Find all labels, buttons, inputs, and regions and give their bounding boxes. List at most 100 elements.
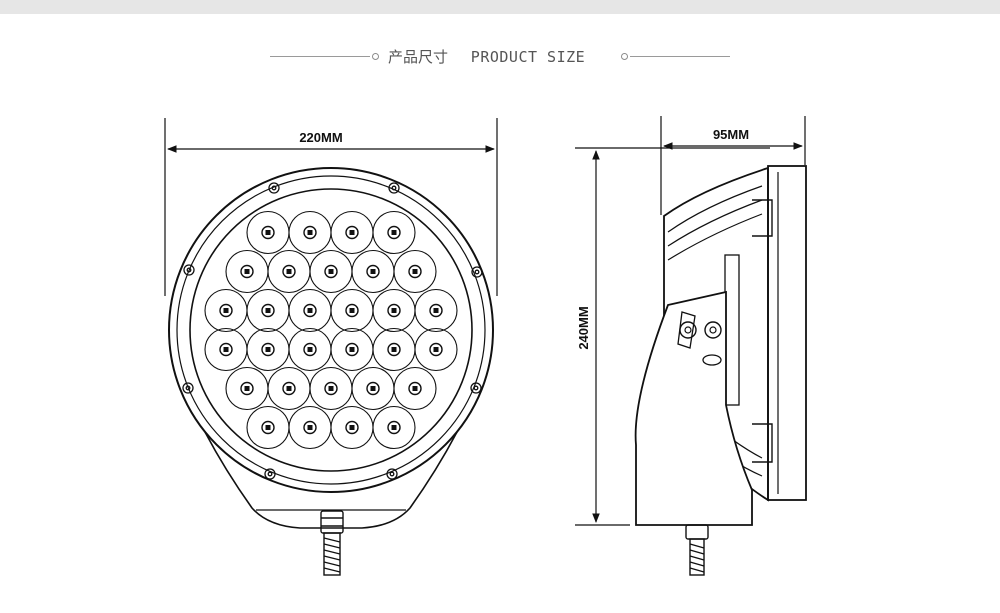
side-mount-bolt — [685, 524, 709, 576]
side-bracket-bolt-1-center — [684, 326, 692, 334]
side-clip-top — [752, 199, 773, 237]
led-reflector — [372, 405, 416, 450]
led-ring — [387, 420, 401, 435]
led-chip — [265, 347, 271, 352]
led-ring — [240, 381, 254, 396]
led-chip — [412, 269, 418, 274]
height-label: 240MM — [576, 306, 591, 349]
led-chip — [412, 386, 418, 391]
led-chip — [349, 425, 355, 430]
led-ring — [303, 420, 317, 435]
led-ring — [408, 264, 422, 279]
led-ring — [303, 342, 317, 357]
side-bezel — [767, 165, 807, 501]
side-bracket-slot — [702, 354, 722, 366]
led-ring — [387, 225, 401, 240]
led-chip — [307, 347, 313, 352]
housing-mid-ring — [176, 175, 486, 485]
led-chip — [286, 269, 292, 274]
side-view — [575, 116, 807, 576]
led-ring — [261, 303, 275, 318]
led-chip — [307, 425, 313, 430]
front-mount-bolt — [320, 510, 344, 576]
led-ring — [324, 381, 338, 396]
width-label: 220MM — [299, 130, 342, 145]
led-grid — [204, 210, 458, 450]
led-ring — [366, 381, 380, 396]
header-dot-right — [621, 53, 628, 60]
side-bracket — [634, 290, 753, 526]
side-clip-bottom — [752, 423, 773, 463]
led-ring — [240, 264, 254, 279]
led-reflector — [414, 288, 458, 333]
housing-outer-ring — [168, 167, 494, 493]
section-title: 产品尺寸 PRODUCT SIZE — [388, 46, 585, 67]
led-chip — [265, 425, 271, 430]
led-chip — [349, 347, 355, 352]
side-bracket-plate — [677, 311, 696, 349]
header-rule-right — [630, 56, 730, 57]
led-ring — [324, 264, 338, 279]
led-ring — [282, 264, 296, 279]
led-ring — [345, 342, 359, 357]
led-chip — [328, 269, 334, 274]
led-chip — [433, 347, 439, 352]
led-chip — [391, 425, 397, 430]
led-chip — [328, 386, 334, 391]
led-reflector — [372, 210, 416, 255]
front-bracket — [204, 431, 458, 529]
header-dot-left — [372, 53, 379, 60]
led-chip — [349, 308, 355, 313]
led-ring — [408, 381, 422, 396]
led-ring — [303, 303, 317, 318]
top-bar — [0, 0, 1000, 14]
led-chip — [433, 308, 439, 313]
led-chip — [391, 308, 397, 313]
led-reflector — [393, 249, 437, 294]
led-ring — [261, 342, 275, 357]
led-ring — [387, 342, 401, 357]
led-chip — [370, 386, 376, 391]
led-chip — [265, 230, 271, 235]
led-ring — [261, 420, 275, 435]
side-window — [724, 254, 740, 406]
led-ring — [282, 381, 296, 396]
side-bracket-bolt-2 — [704, 321, 722, 339]
led-chip — [307, 230, 313, 235]
led-chip — [349, 230, 355, 235]
led-chip — [391, 347, 397, 352]
led-ring — [345, 225, 359, 240]
ring-screws — [182, 182, 483, 480]
depth-label: 95MM — [713, 127, 749, 142]
header-rule-left — [270, 56, 370, 57]
section-title-en: PRODUCT SIZE — [470, 48, 586, 66]
lens-ring — [189, 188, 473, 472]
led-ring — [345, 303, 359, 318]
section-header: 产品尺寸 PRODUCT SIZE — [0, 44, 1000, 70]
side-fins-top — [667, 185, 763, 261]
led-ring — [219, 342, 233, 357]
led-chip — [244, 386, 250, 391]
front-view — [164, 118, 498, 576]
led-ring — [261, 225, 275, 240]
led-ring — [303, 225, 317, 240]
led-ring — [219, 303, 233, 318]
led-chip — [223, 308, 229, 313]
led-chip — [307, 308, 313, 313]
led-chip — [244, 269, 250, 274]
side-bracket-bolt-2-center — [709, 326, 717, 334]
led-chip — [265, 308, 271, 313]
led-chip — [223, 347, 229, 352]
led-ring — [429, 303, 443, 318]
led-chip — [370, 269, 376, 274]
led-chip — [286, 386, 292, 391]
led-chip — [391, 230, 397, 235]
led-ring — [387, 303, 401, 318]
led-reflector — [393, 366, 437, 411]
led-ring — [366, 264, 380, 279]
led-ring — [345, 420, 359, 435]
led-ring — [429, 342, 443, 357]
section-title-zh: 产品尺寸 — [388, 48, 449, 66]
led-reflector — [414, 327, 458, 372]
